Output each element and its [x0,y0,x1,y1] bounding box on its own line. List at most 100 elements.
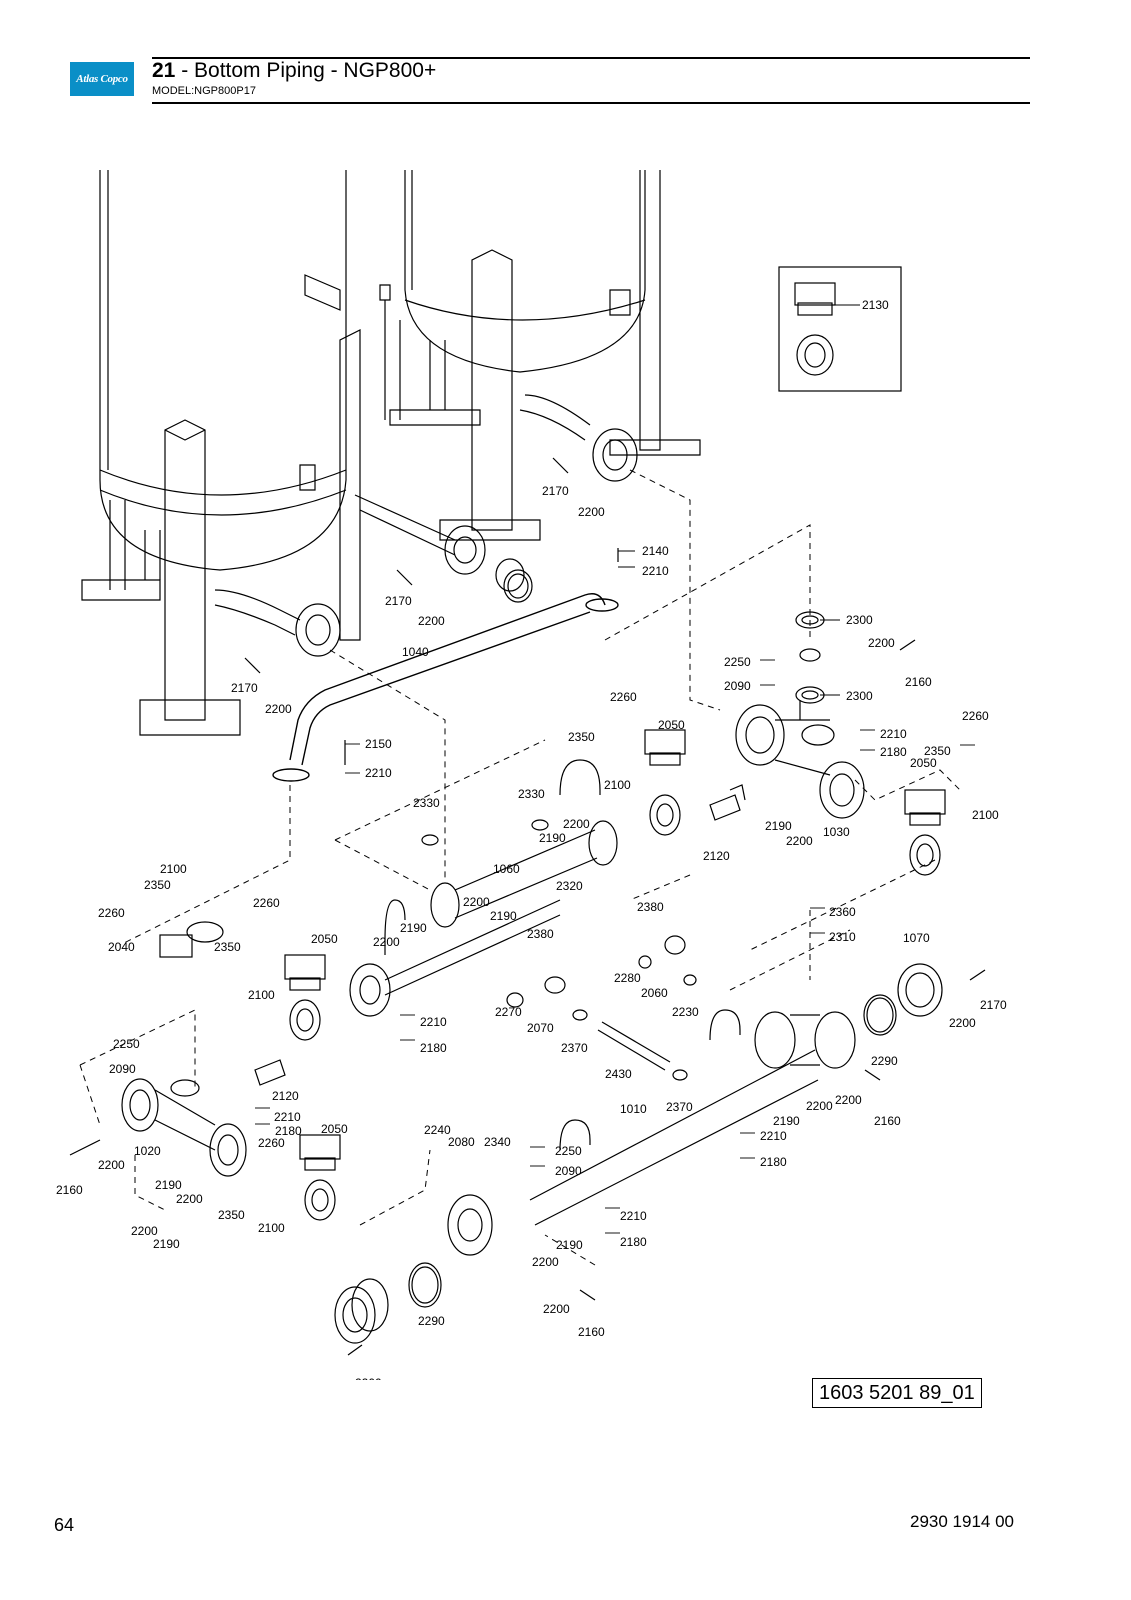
callout-2210: 2210 [620,1209,647,1223]
callout-2150: 2150 [365,737,392,751]
callout-2200: 2200 [868,636,895,650]
callout-2170: 2170 [980,998,1007,1012]
callout-2190: 2190 [490,909,517,923]
callout-2430: 2430 [605,1067,632,1081]
callout-2160: 2160 [56,1183,83,1197]
callout-1010: 1010 [620,1102,647,1116]
callout-2100: 2100 [604,778,631,792]
callout-2050: 2050 [658,718,685,732]
callout-1070: 1070 [903,931,930,945]
page-number: 64 [54,1515,75,1535]
callout-2050: 2050 [321,1122,348,1136]
callout-leaders [255,304,975,1234]
callout-2050: 2050 [311,932,338,946]
pipe-1040 [272,593,619,782]
callout-2210: 2210 [365,766,392,780]
callout-2180: 2180 [880,745,907,759]
callout-2200: 2200 [578,505,605,519]
callout-2360: 2360 [829,905,856,919]
callout-2090: 2090 [109,1062,136,1076]
callout-2080: 2080 [448,1135,475,1149]
callout-2180: 2180 [420,1041,447,1055]
callout-2200: 2200 [131,1224,158,1238]
callout-1060: 1060 [493,862,520,876]
callout-2200: 2200 [176,1192,203,1206]
callout-2210: 2210 [760,1129,787,1143]
callout-1020: 1020 [134,1144,161,1158]
callout-2170: 2170 [231,681,258,695]
callout-2060: 2060 [641,986,668,1000]
header-bottom-rule [152,102,1030,104]
callout-2190: 2190 [556,1238,583,1252]
callout-2250: 2250 [113,1037,140,1051]
callout-2300: 2300 [846,689,873,703]
callout-2180: 2180 [760,1155,787,1169]
callout-2190: 2190 [153,1237,180,1251]
callout-2260: 2260 [98,906,125,920]
callout-2180: 2180 [275,1124,302,1138]
callout-2170: 2170 [542,484,569,498]
callout-2290: 2290 [871,1054,898,1068]
section-title: 21 - Bottom Piping - NGP800+ [152,58,436,84]
callout-2200: 2200 [418,614,445,628]
callout-2210: 2210 [642,564,669,578]
callout-2330: 2330 [413,796,440,810]
callout-2090: 2090 [724,679,751,693]
callout-2370: 2370 [561,1041,588,1055]
callout-2250: 2250 [724,655,751,669]
callout-2160: 2160 [905,675,932,689]
callout-2200: 2200 [265,702,292,716]
callout-2200: 2200 [786,834,813,848]
butterfly-valve-inset [794,282,836,376]
callout-2330: 2330 [518,787,545,801]
callout-1030: 1030 [823,825,850,839]
callout-2120: 2120 [272,1089,299,1103]
callout-2370: 2370 [666,1100,693,1114]
callout-2170: 2170 [385,594,412,608]
callout-2180: 2180 [620,1235,647,1249]
callout-2070: 2070 [527,1021,554,1035]
vessel-structure [81,170,701,736]
atlas-copco-logo: Atlas Copco [70,62,134,96]
logo-wordmark: Atlas Copco [70,68,134,90]
callout-2260: 2260 [258,1136,285,1150]
callout-2310: 2310 [829,930,856,944]
callout-2190: 2190 [155,1178,182,1192]
model-label: MODEL:NGP800P17 [152,85,256,97]
callout-2300: 2300 [846,613,873,627]
callout-2140: 2140 [642,544,669,558]
valve-and-fitting-drawings [121,558,946,1344]
callout-2200: 2200 [835,1093,862,1107]
callout-2200: 2200 [355,1376,382,1380]
callout-2350: 2350 [218,1208,245,1222]
header-top-rule [152,57,1030,59]
callout-2190: 2190 [765,819,792,833]
callout-2320: 2320 [556,879,583,893]
callout-2200: 2200 [373,935,400,949]
callout-2210: 2210 [420,1015,447,1029]
callout-2200: 2200 [949,1016,976,1030]
callout-2290: 2290 [418,1314,445,1328]
callout-2240: 2240 [424,1123,451,1137]
callout-2350: 2350 [214,940,241,954]
section-number: 21 [152,59,176,82]
callout-2130: 2130 [862,298,889,312]
figure-reference-number: 1603 5201 89_01 [812,1378,982,1408]
callout-2270: 2270 [495,1005,522,1019]
callout-2260: 2260 [610,690,637,704]
callout-2260: 2260 [962,709,989,723]
callout-2200: 2200 [98,1158,125,1172]
callout-2230: 2230 [672,1005,699,1019]
callout-2350: 2350 [924,744,951,758]
callout-2090: 2090 [555,1164,582,1178]
callout-2190: 2190 [539,831,566,845]
callout-labels: 2130 2170 2200 2170 2200 2140 2210 2170 … [56,298,1007,1380]
section-title-text: - Bottom Piping - NGP800+ [175,59,437,82]
flange-drawings [295,428,638,657]
callout-2200: 2200 [463,895,490,909]
callout-2100: 2100 [972,808,999,822]
bolt-drawings [69,457,986,1356]
valve-inset-frame [778,266,902,392]
callout-2210: 2210 [274,1110,301,1124]
callout-2350: 2350 [568,730,595,744]
